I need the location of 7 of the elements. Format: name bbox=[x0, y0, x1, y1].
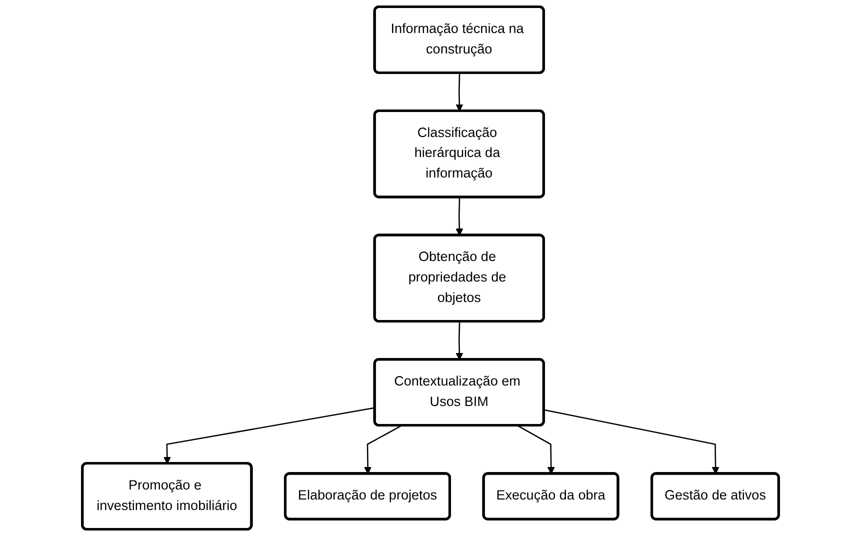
arrow bbox=[544, 409, 720, 474]
arrow bbox=[456, 73, 464, 112]
arrow bbox=[163, 407, 376, 464]
arrow bbox=[364, 425, 402, 474]
arrow bbox=[456, 197, 464, 236]
arrow bbox=[456, 322, 464, 360]
arrow bbox=[517, 425, 555, 474]
